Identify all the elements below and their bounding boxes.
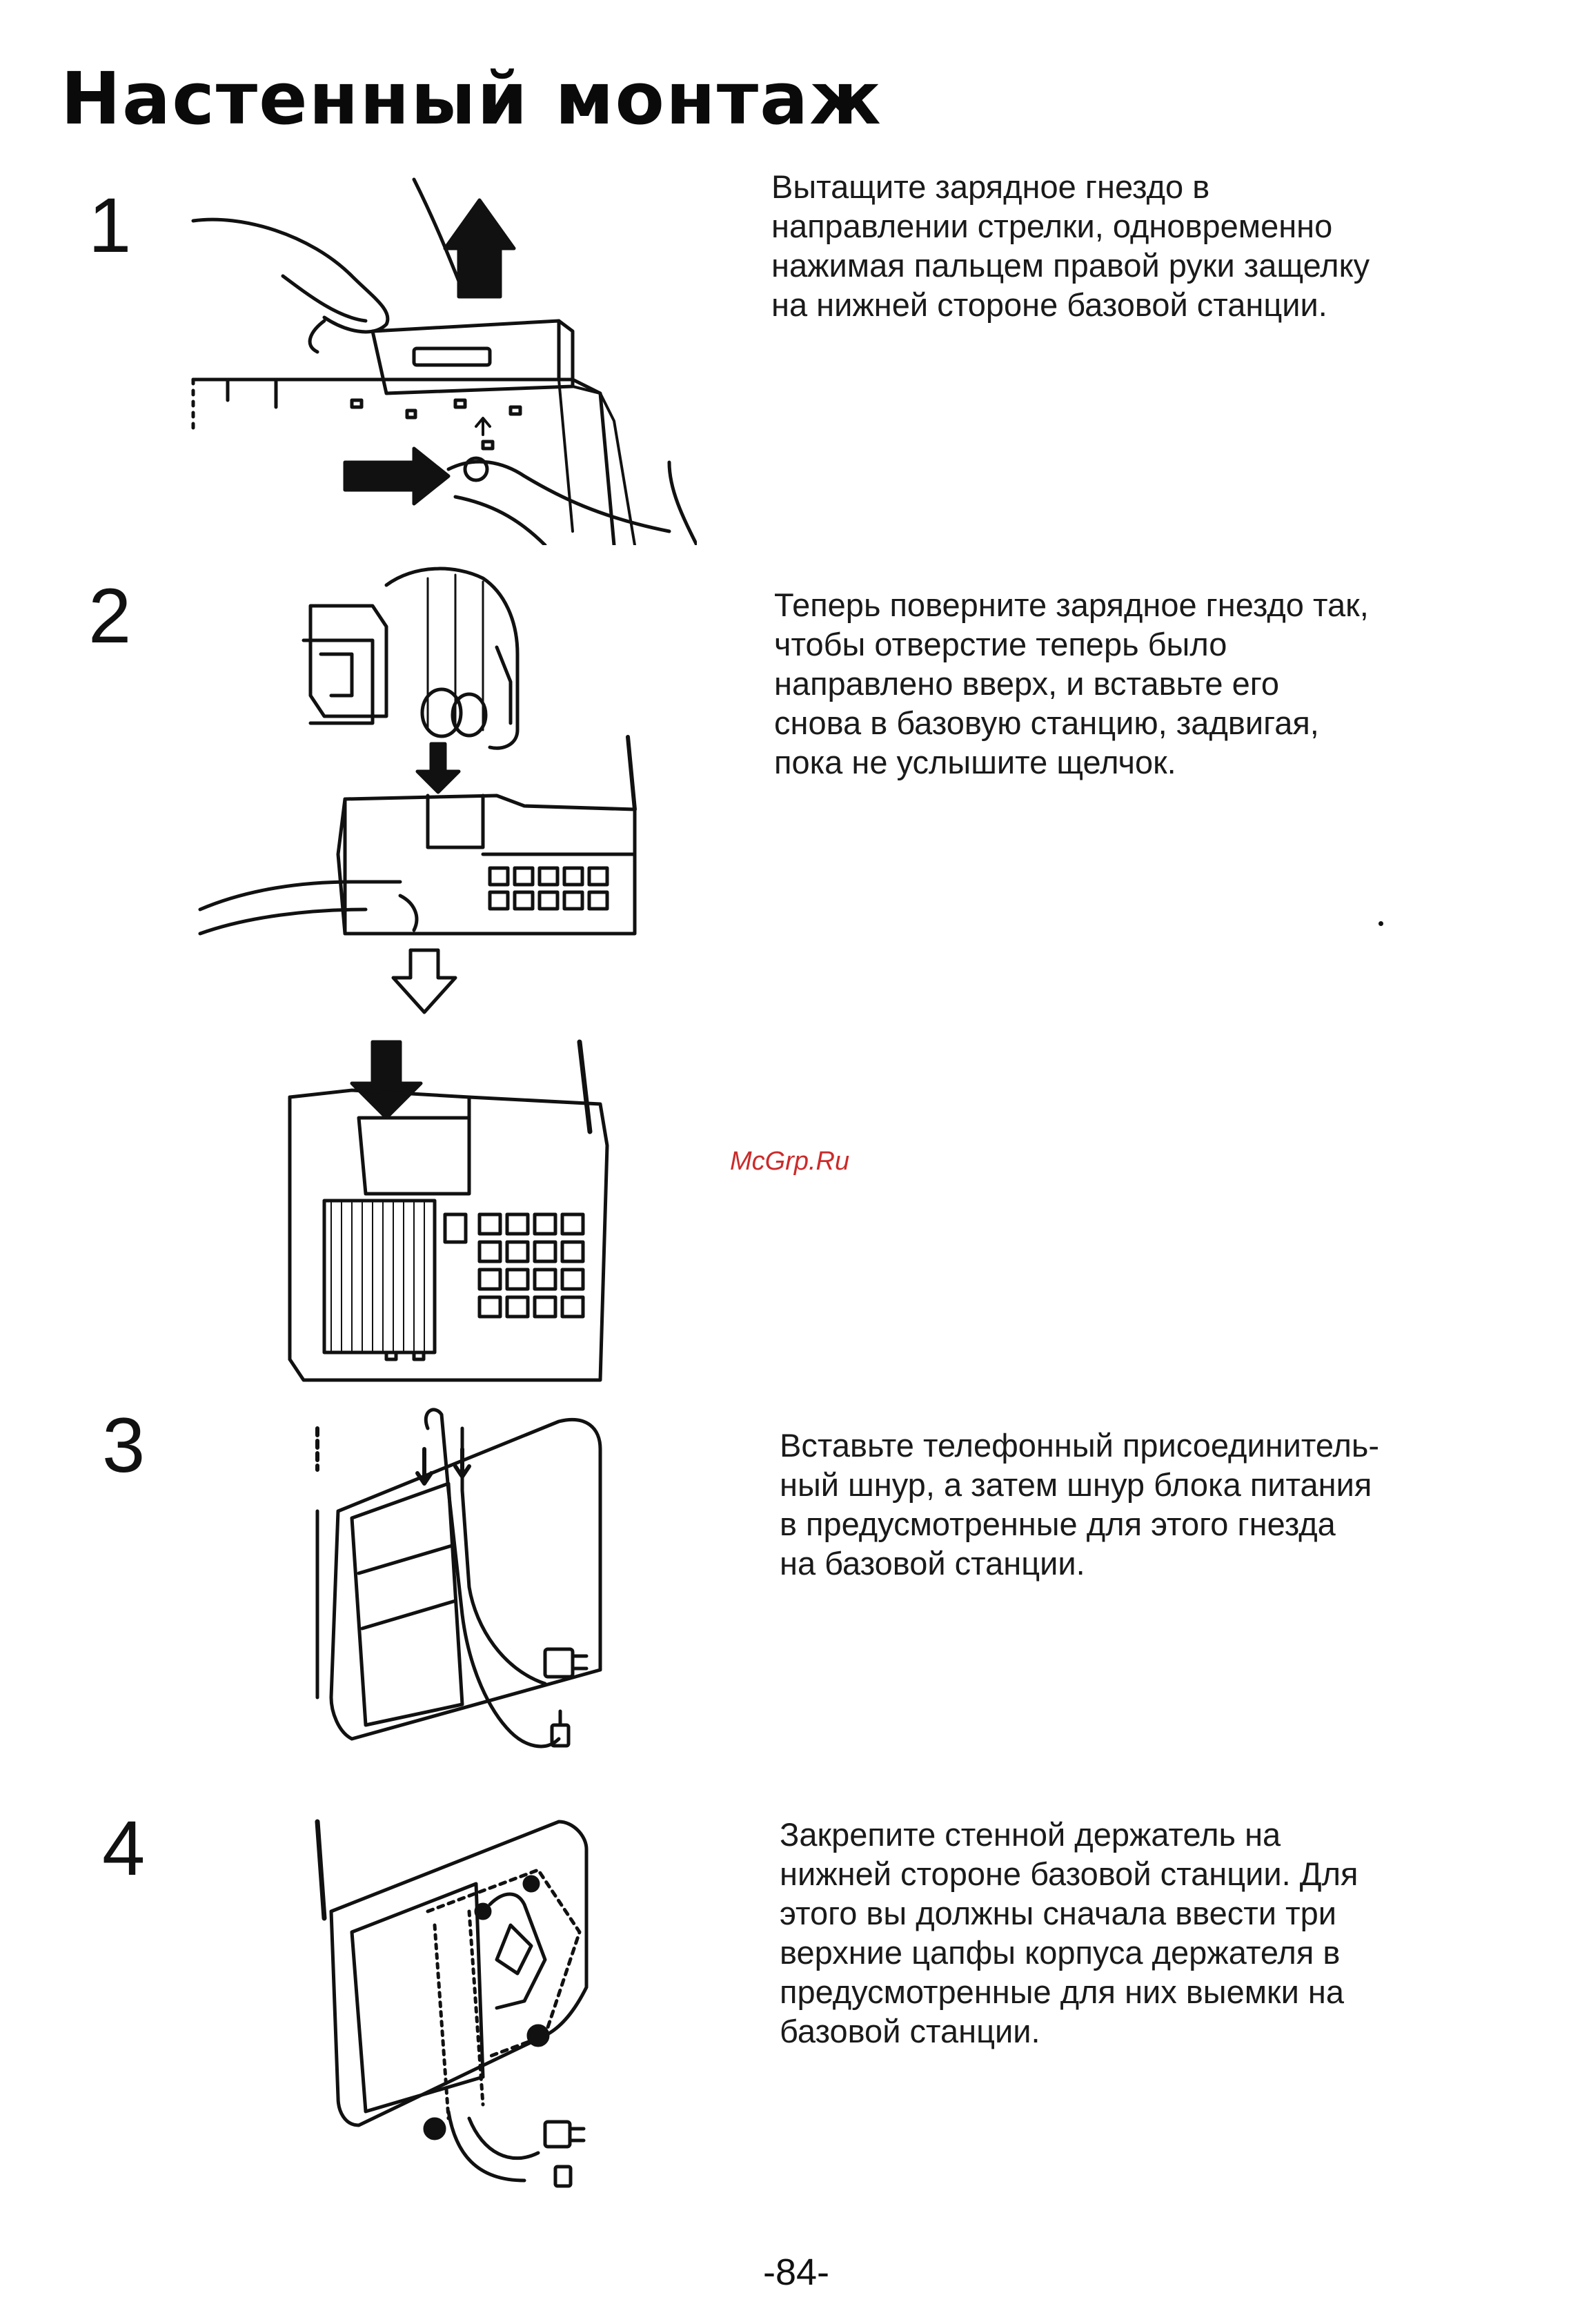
step-2-illustration-a (193, 558, 662, 944)
watermark: McGrp.Ru (730, 1147, 850, 1176)
step-4-illustration (297, 1808, 614, 2194)
step-1-text: Вытащите зарядное гнездо в направлении с… (771, 168, 1370, 323)
step-2-text: Теперь поверните зарядное гнездо так, чт… (774, 587, 1369, 780)
down-arrow-icon (386, 947, 462, 1016)
step-4-text: Закрепите стенной держатель на нижней ст… (780, 1816, 1358, 2049)
step-2-number: 2 (88, 573, 132, 659)
step-1-illustration (186, 173, 697, 545)
step-4-number: 4 (102, 1805, 146, 1891)
step-1-number: 1 (88, 182, 132, 268)
page-title: Настенный монтаж (61, 57, 882, 141)
step-3-number: 3 (102, 1402, 146, 1488)
step-2-illustration-b (276, 1028, 662, 1394)
page-number: -84- (763, 2252, 830, 2293)
step-3-text: Вставьте телефонный присоединитель- ный … (780, 1427, 1380, 1582)
scan-speck (1378, 921, 1383, 926)
step-3-illustration (297, 1408, 614, 1780)
